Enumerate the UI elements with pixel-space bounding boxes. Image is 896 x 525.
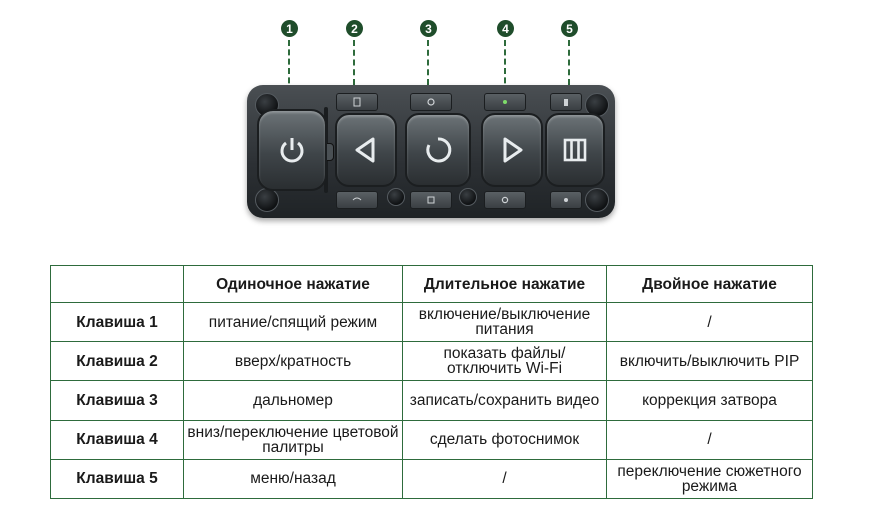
file-icon-tab: [336, 93, 378, 111]
long-press-cell: сделать фотоснимок: [402, 419, 607, 460]
double-press-cell: /: [606, 302, 813, 343]
key-5-menu-button[interactable]: [545, 113, 605, 187]
camera-icon-tab: [484, 191, 526, 209]
single-press-cell: питание/спящий режим: [183, 302, 403, 343]
battery-icon: [564, 99, 568, 106]
wifi-icon-tab: [336, 191, 378, 209]
marker-4: 4: [497, 20, 514, 37]
indicator-tab: [484, 93, 526, 111]
callout-markers: 1 2 3 4 5: [0, 0, 896, 102]
device-keypad: [247, 85, 615, 218]
table-row: Клавиша 4 вниз/переключение цветовой пал…: [50, 419, 813, 460]
single-press-cell: вниз/переключение цветовой палитры: [183, 419, 403, 460]
file-icon: [353, 97, 361, 107]
key-label: Клавиша 3: [50, 380, 184, 421]
long-press-cell: /: [402, 458, 607, 500]
screw: [585, 188, 609, 212]
key-label: Клавиша 4: [50, 419, 184, 460]
table-row: Клавиша 1 питание/спящий режим включение…: [50, 302, 813, 343]
header-empty: [50, 264, 184, 304]
camera-icon: [501, 196, 509, 204]
long-press-cell: записать/сохранить видео: [402, 380, 607, 421]
key-4-right-button[interactable]: [481, 113, 543, 187]
screw: [255, 188, 279, 212]
sun-icon: [564, 198, 568, 202]
marker-5: 5: [561, 20, 578, 37]
leader-line-1: [288, 40, 290, 102]
leader-line-2: [353, 40, 355, 85]
menu-bars-icon: [563, 138, 587, 162]
header-single-press: Одиночное нажатие: [183, 264, 403, 304]
triangle-right-icon: [503, 137, 523, 163]
table-row: Клавиша 5 меню/назад / переключение сюже…: [50, 458, 813, 500]
screw: [459, 188, 477, 206]
single-press-cell: меню/назад: [183, 458, 403, 500]
gear-icon: [427, 98, 435, 106]
header-double-press: Двойное нажатие: [606, 264, 813, 304]
wifi-icon: [352, 197, 362, 201]
settings-icon-tab: [410, 93, 452, 111]
key-3-center-button[interactable]: [405, 113, 471, 187]
single-press-cell: вверх/кратность: [183, 341, 403, 382]
key-label: Клавиша 2: [50, 341, 184, 382]
leader-line-3: [427, 40, 429, 85]
leader-line-5: [568, 40, 570, 85]
status-led: [503, 100, 507, 104]
table-row: Клавиша 3 дальномер записать/сохранить в…: [50, 380, 813, 421]
video-icon: [427, 196, 435, 204]
table-header-row: Одиночное нажатие Длительное нажатие Дво…: [50, 264, 813, 304]
key-label: Клавиша 5: [50, 458, 184, 500]
marker-2: 2: [346, 20, 363, 37]
long-press-cell: включение/выключение питания: [402, 302, 607, 343]
marker-3: 3: [420, 20, 437, 37]
circle-ring-icon: [426, 137, 452, 163]
double-press-cell: включить/выключить PIP: [606, 341, 813, 382]
power-icon: [280, 138, 304, 163]
battery-icon-tab: [550, 93, 582, 111]
leader-line-4: [504, 40, 506, 102]
key-1-power-button[interactable]: [257, 109, 327, 191]
scene-icon-tab: [550, 191, 582, 209]
single-press-cell: дальномер: [183, 380, 403, 421]
video-icon-tab: [410, 191, 452, 209]
header-long-press: Длительное нажатие: [402, 264, 607, 304]
key-2-left-button[interactable]: [335, 113, 397, 187]
long-press-cell: показать файлы/ отключить Wi-Fi: [402, 341, 607, 382]
double-press-cell: /: [606, 419, 813, 460]
key-label: Клавиша 1: [50, 302, 184, 343]
triangle-left-icon: [355, 137, 375, 163]
double-press-cell: коррекция затвора: [606, 380, 813, 421]
screw: [387, 188, 405, 206]
table-row: Клавиша 2 вверх/кратность показать файлы…: [50, 341, 813, 382]
marker-1: 1: [281, 20, 298, 37]
double-press-cell: переключение сюжетного режима: [606, 458, 813, 500]
key-functions-table: Одиночное нажатие Длительное нажатие Дво…: [50, 264, 813, 500]
